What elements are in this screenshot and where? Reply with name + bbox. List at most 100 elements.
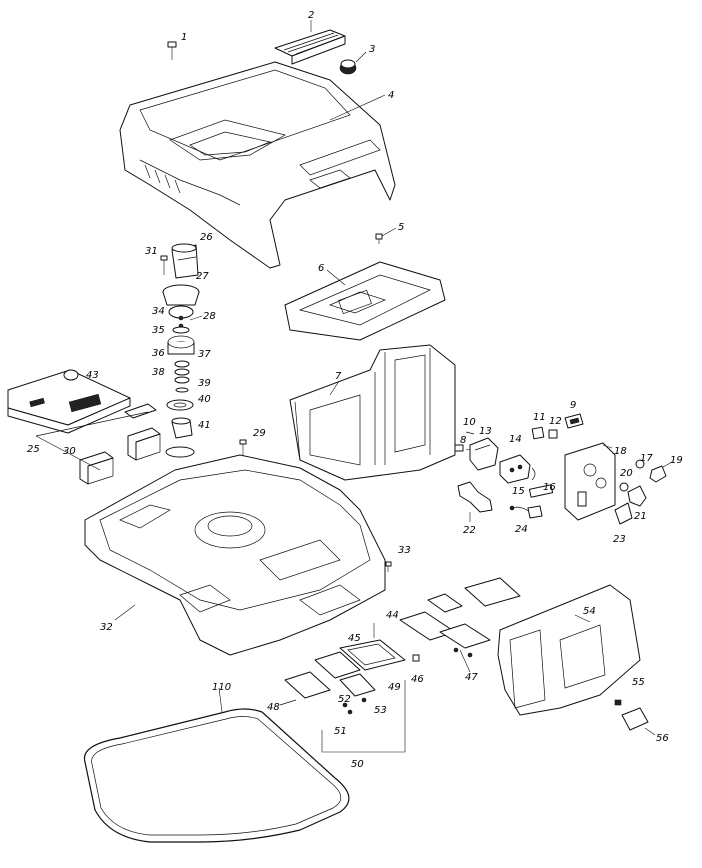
part-51-52-53-fasteners: [342, 647, 473, 715]
part-32-main-housing: [84, 454, 386, 656]
part-13-switch-holder: [469, 437, 499, 471]
label-14: 14: [509, 434, 522, 445]
label-45: 45: [348, 633, 361, 644]
label-19: 19: [670, 455, 683, 466]
part-2-vent-cover: [274, 20, 346, 65]
label-2: 2: [308, 10, 314, 21]
label-5: 5: [398, 222, 404, 233]
label-51: 51: [334, 726, 347, 737]
label-1: 1: [181, 32, 187, 43]
part-48-module: [279, 671, 331, 706]
label-31: 31: [145, 246, 158, 257]
label-10: 10: [463, 417, 476, 428]
part-5-screw: [375, 227, 397, 244]
label-54: 54: [583, 606, 596, 617]
part-45-bracket: [339, 639, 406, 671]
part-38-bearing: [174, 376, 190, 384]
label-15: 15: [512, 486, 525, 497]
part-4-top-cover: [119, 61, 396, 269]
part-34-fan: [168, 305, 194, 321]
label-33: 33: [398, 545, 411, 556]
label-20: 20: [620, 468, 633, 479]
part-33-screw: [385, 561, 392, 572]
label-41: 41: [198, 420, 211, 431]
part-23-lever: [614, 502, 633, 525]
label-56: 56: [656, 733, 669, 744]
part-11-plate: [531, 426, 545, 440]
label-4: 4: [388, 90, 394, 101]
label-53: 53: [374, 705, 387, 716]
label-55: 55: [632, 677, 645, 688]
part-12-nut: [548, 429, 558, 439]
label-52: 52: [338, 694, 351, 705]
part-10-pin: [465, 431, 475, 435]
label-50: 50: [351, 759, 364, 770]
part-22-connector: [457, 481, 493, 522]
part-36-ring: [167, 335, 195, 355]
part-stack-ring: [165, 446, 195, 458]
part-47-module: [399, 577, 521, 673]
part-15-clip: [531, 467, 536, 481]
label-6: 6: [318, 263, 324, 274]
label-44: 44: [386, 610, 399, 621]
label-28: 28: [203, 311, 216, 322]
label-17: 17: [640, 453, 653, 464]
label-12: 12: [549, 416, 562, 427]
part-21-knob: [627, 485, 647, 507]
label-48: 48: [267, 702, 280, 713]
callout-labels: 1 2 3 4 5 6 7 8 9 10 11 12 13 14 15 16 1…: [27, 10, 683, 770]
part-49-module: [314, 651, 376, 697]
part-1-screw: [167, 41, 177, 60]
label-32: 32: [100, 622, 113, 633]
part-37-bearing: [174, 360, 190, 376]
part-31-screw: [160, 255, 168, 275]
label-25: 25: [27, 444, 40, 455]
part-7-battery-housing: [289, 344, 456, 481]
part-20-washer: [619, 482, 629, 492]
label-110: 110: [212, 682, 231, 693]
label-24: 24: [515, 524, 528, 535]
label-35: 35: [152, 325, 165, 336]
label-34: 34: [152, 306, 165, 317]
label-7: 7: [335, 371, 342, 382]
part-3-spring: [339, 51, 367, 75]
label-22: 22: [463, 525, 476, 536]
label-43: 43: [86, 370, 99, 381]
label-36: 36: [152, 348, 165, 359]
label-16: 16: [543, 482, 556, 493]
label-18: 18: [614, 446, 627, 457]
label-29: 29: [253, 428, 266, 439]
label-47: 47: [465, 672, 478, 683]
part-43-cap: [63, 369, 79, 381]
label-37: 37: [198, 349, 211, 360]
part-110-boundary-seal: [83, 687, 350, 843]
part-40-hub: [166, 399, 194, 411]
label-11: 11: [533, 412, 546, 423]
part-6-inner-tray: [284, 261, 446, 341]
part-24-wire: [509, 505, 543, 519]
part-17-dial: [635, 459, 645, 469]
label-8: 8: [460, 435, 466, 446]
part-30-foam-block: [35, 403, 161, 485]
label-30: 30: [63, 446, 76, 457]
label-26: 26: [200, 232, 213, 243]
label-21: 21: [634, 511, 647, 522]
part-19-knob: [649, 461, 673, 483]
part-16-label: [528, 484, 554, 498]
part-26-motor: [171, 243, 199, 279]
part-35-washer: [172, 326, 190, 334]
label-40: 40: [198, 394, 211, 405]
label-49: 49: [388, 682, 401, 693]
part-9-connector: [564, 413, 584, 429]
label-46: 46: [411, 674, 424, 685]
part-54-front-bumper: [497, 584, 641, 716]
label-3: 3: [369, 44, 375, 55]
label-13: 13: [479, 426, 492, 437]
label-9: 9: [570, 400, 576, 411]
part-14-switch: [499, 454, 531, 484]
part-18-switch-panel: [564, 442, 616, 521]
part-25-cover-plate: [7, 369, 131, 434]
label-39: 39: [198, 378, 211, 389]
part-41-coupling: [171, 417, 193, 439]
